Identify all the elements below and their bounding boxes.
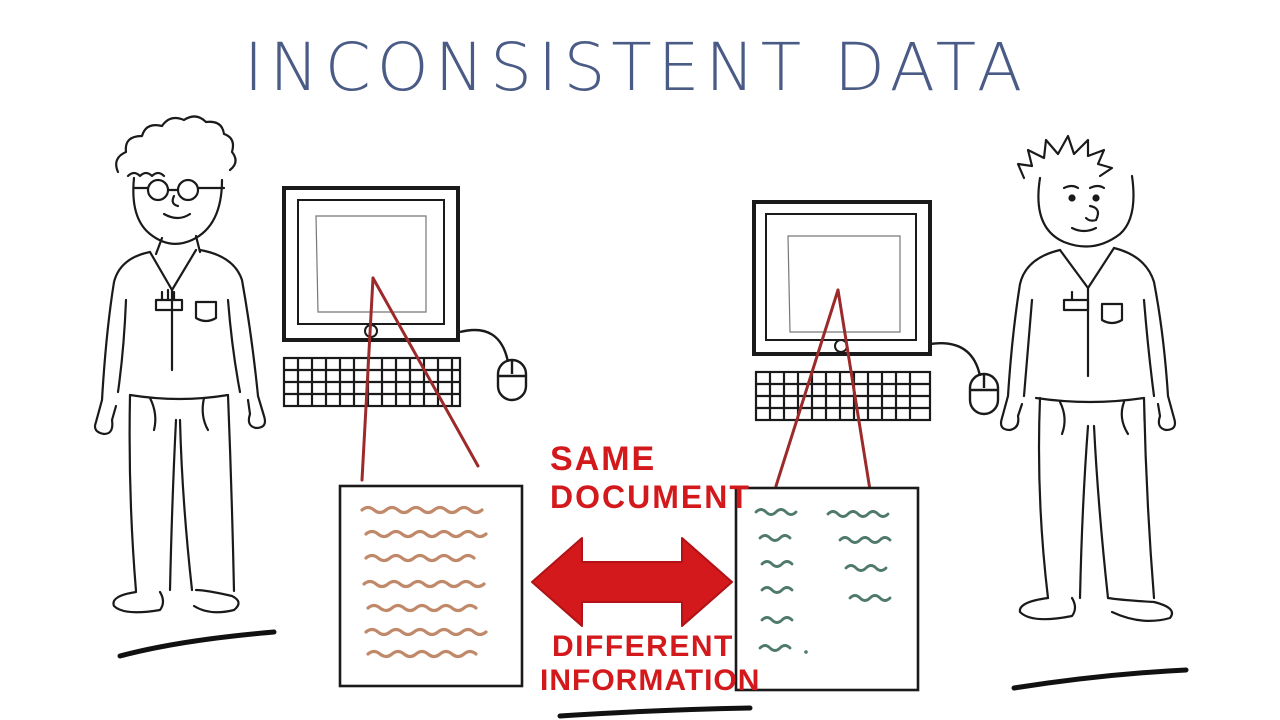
diagram-title: INCONSISTENT DATA: [244, 29, 1028, 106]
worker-left: [93, 115, 267, 614]
document-right-scribbles: [754, 508, 892, 654]
keyboard-right: [754, 370, 932, 422]
document-left-scribbles: [360, 505, 488, 659]
floor-line-right: [1011, 667, 1189, 691]
label-same: SAME: [550, 440, 656, 478]
label-document: DOCUMENT: [550, 479, 751, 515]
mouse-right: [929, 342, 1000, 416]
label-different: DIFFERENT: [552, 630, 734, 663]
keyboard-left: [282, 356, 462, 408]
double-arrow-icon: [531, 537, 733, 627]
link-lines: [360, 276, 872, 492]
floor-line-center: [557, 705, 753, 719]
label-information: INFORMATION: [540, 664, 760, 697]
mouse-left: [459, 328, 528, 402]
monitor-right: [752, 200, 932, 356]
worker-right: [999, 134, 1177, 623]
floor-line-left: [117, 629, 277, 659]
